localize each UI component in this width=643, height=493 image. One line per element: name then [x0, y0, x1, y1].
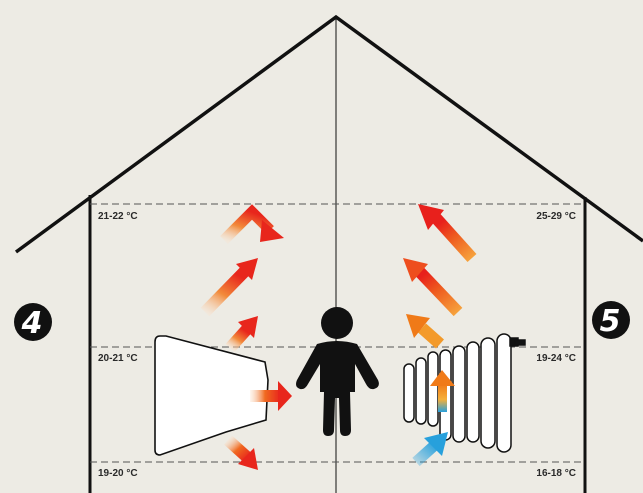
temp-left-middle: 20-21 °C	[98, 353, 138, 364]
left-arrow-lower	[230, 316, 258, 348]
left-arrow-down	[228, 440, 258, 470]
left-arrow-top-bent	[224, 212, 284, 242]
right-arrow-top	[418, 204, 472, 258]
radiator	[404, 334, 525, 452]
person-figure	[296, 307, 379, 436]
temp-right-top: 25-29 °C	[536, 211, 576, 222]
badge-left-number: 4	[21, 306, 43, 341]
right-arrow-bottom-blue	[416, 432, 448, 462]
temp-right-bottom: 16-18 °C	[536, 468, 576, 479]
right-arrow-lower	[406, 314, 440, 344]
left-arrow-upper	[205, 258, 258, 312]
temp-right-middle: 19-24 °C	[536, 353, 576, 364]
temp-left-top: 21-22 °C	[98, 211, 138, 222]
right-arrow-upper	[403, 258, 458, 312]
badge-right-number: 5	[600, 304, 621, 339]
temp-left-bottom: 19-20 °C	[98, 468, 138, 479]
